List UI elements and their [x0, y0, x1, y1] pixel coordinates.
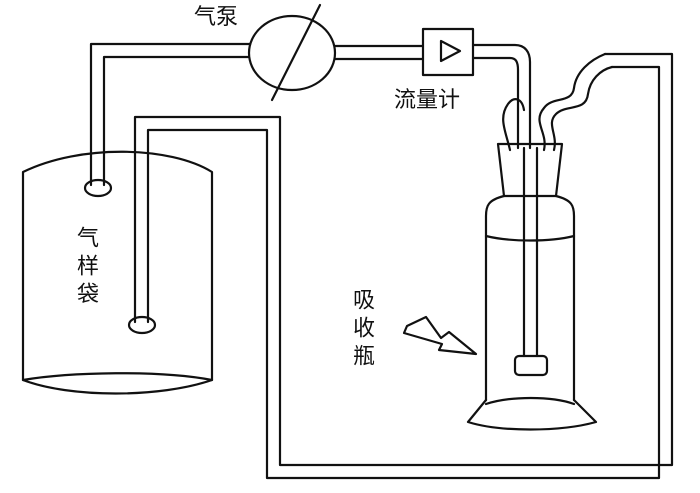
flowmeter-label: 流量计 — [394, 88, 461, 113]
bag-to-pump-tube — [83, 42, 256, 198]
pointer-arrow — [402, 315, 478, 356]
absorption-bottle — [466, 142, 598, 431]
bottle-outlet-tube — [502, 52, 614, 152]
sample-bag — [21, 150, 214, 395]
air-pump — [247, 3, 337, 102]
pump-to-flowmeter-tube — [333, 44, 425, 61]
absorption-bottle-label: 吸收瓶 — [349, 288, 374, 372]
pump-label: 气泵 — [194, 5, 239, 30]
flowmeter-to-bottle-tube — [471, 43, 532, 150]
return-tube — [127, 52, 674, 480]
flowmeter — [421, 27, 475, 77]
sample-bag-label: 气样袋 — [73, 226, 98, 310]
